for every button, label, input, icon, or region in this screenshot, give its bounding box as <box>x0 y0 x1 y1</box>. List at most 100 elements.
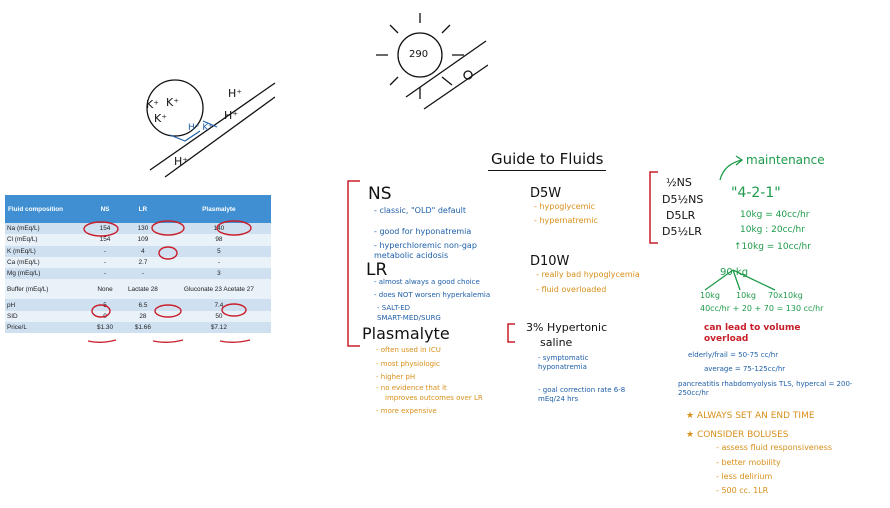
cell-lr: 4 <box>119 245 167 257</box>
bracket-hypertonic <box>507 323 515 343</box>
plasmalyte-item: - most physiologic <box>376 360 440 368</box>
underline-plasmalyte-price <box>219 339 251 343</box>
lr-heading: LR <box>366 260 388 280</box>
underline-lr-price <box>152 339 184 343</box>
cell-plasmalyte: Gluconate 23 Acetate 27 <box>166 279 271 300</box>
plasmalyte-item-text: no evidence that it <box>380 384 447 392</box>
hypertonic-item: - goal correction rate 6-8 mEq/24 hrs <box>538 386 626 404</box>
hypertonic-heading: 3% Hypertonic <box>526 321 608 334</box>
d5w-item: - hypoglycemic <box>534 202 595 211</box>
tip-consider: ★ CONSIDER BOLUSES <box>686 430 789 440</box>
ns-item: - good for hyponatremia <box>374 227 472 236</box>
cell-plasmalyte: $7.12 <box>166 322 271 334</box>
exchange-arrows <box>169 120 218 142</box>
cell-ns: - <box>90 268 120 280</box>
rate-line: 10kg : 20cc/hr <box>740 225 805 235</box>
cell-lr: - <box>119 268 167 280</box>
osmolality-circle <box>397 32 443 78</box>
maintenance-fluid: D5½NS <box>662 193 704 206</box>
cell-ns: 154 <box>90 234 120 246</box>
table-row: Buffer (mEq/L) None Lactate 28 Gluconate… <box>5 279 271 300</box>
plasmalyte-item: - no evidence that it <box>376 384 447 392</box>
d10w-item-text: really bad hypoglycemia <box>541 270 640 279</box>
lr-item-text: SMART-MED/SURG <box>377 314 441 322</box>
tip-item-text: assess fluid responsiveness <box>721 443 833 452</box>
row-label: SID <box>5 310 91 323</box>
d10w-item: - fluid overloaded <box>536 285 607 294</box>
table-row: Price/L $1.30 $1.66 $7.12 <box>5 322 271 334</box>
cell-ns: $1.30 <box>90 322 120 334</box>
cell-plasmalyte: 140 <box>166 223 271 235</box>
ns-item: - classic, "OLD" default <box>374 206 466 215</box>
patient-rate: elderly/frail = 50-75 cc/hr <box>688 351 779 359</box>
tip-item-text: 500 cc. 1LR <box>721 486 769 495</box>
membrane-line-2 <box>423 64 488 110</box>
highlight-lr-potassium <box>158 246 178 260</box>
page-title: Guide to Fluids <box>491 150 604 168</box>
row-label: Mg (mEq/L) <box>5 268 91 280</box>
plasmalyte-heading: Plasmalyte <box>362 324 450 343</box>
cell-lr: $1.66 <box>119 322 167 334</box>
hypertonic-item: - symptomatic hyponatremia <box>538 354 589 372</box>
weight-split: 10kg <box>700 291 720 300</box>
maintenance-arrow <box>719 159 743 181</box>
d10w-heading: D10W <box>530 254 570 269</box>
rate-line: 10kg = 40cc/hr <box>740 210 810 220</box>
d10w-item-text: fluid overloaded <box>541 285 607 294</box>
ns-item-text: classic, "OLD" default <box>379 206 466 215</box>
cell-membrane-sketch <box>146 79 276 178</box>
tip-item-text: less delirium <box>721 472 773 481</box>
plasmalyte-item-text: more expensive <box>380 407 437 415</box>
table-row: Ca (mEq/L) - 2.7 - <box>5 256 271 269</box>
tip-item-text: better mobility <box>721 458 781 467</box>
underline-ns-price <box>87 339 117 343</box>
osmolality-sketch <box>376 13 488 110</box>
cell-plasmalyte: - <box>166 256 271 269</box>
cell-lr: 130 <box>119 223 167 235</box>
osmolality-value: 290 <box>409 49 429 60</box>
small-particle <box>463 70 473 80</box>
lr-item: - almost always a good choice <box>374 278 480 286</box>
highlight-lr-sodium <box>151 220 185 236</box>
plasmalyte-item-text: often used in ICU <box>380 346 441 354</box>
tip-item: - assess fluid responsiveness <box>716 443 833 452</box>
hydrogen-label: H⁺ <box>174 155 189 168</box>
table-row: Cl (mEq/L) 154 109 98 <box>5 234 271 246</box>
ns-item-text: good for hyponatremia <box>379 227 472 236</box>
ns-item: - hyperchloremic non-gap metabolic acido… <box>374 241 477 260</box>
table-row: K (mEq/L) - 4 5 <box>5 245 271 257</box>
highlight-plasmalyte-ph <box>221 303 247 317</box>
tip-item: - 500 cc. 1LR <box>716 486 769 495</box>
exchange-label: H⁺ K⁺ <box>188 123 214 133</box>
tip-always-text: ALWAYS SET AN END TIME <box>696 411 815 421</box>
lr-item: - SALT-ED <box>377 304 411 312</box>
d10w-item: - really bad hypoglycemia <box>536 270 640 279</box>
cell-lr: 2.7 <box>119 256 167 269</box>
lr-item-text: does NOT worsen hyperkalemia <box>378 291 491 299</box>
cell-plasmalyte: 5 <box>166 245 271 257</box>
highlight-lr-ph <box>154 304 182 318</box>
rate-line: ↑10kg = 10cc/hr <box>734 242 811 252</box>
patient-rate: pancreatitis rhabdomyolysis TLS, hyperca… <box>678 380 853 397</box>
potassium-label: K⁺ <box>166 96 180 109</box>
patient-rate: average = 75-125cc/hr <box>704 365 786 373</box>
d5w-item-text: hypoglycemic <box>539 202 595 211</box>
hydrogen-label: H⁺ <box>228 87 243 100</box>
row-label: Na (mEq/L) <box>5 223 91 235</box>
row-label: pH <box>5 299 91 311</box>
plasmalyte-item: improves outcomes over LR <box>385 395 483 402</box>
plasmalyte-item-text: improves outcomes over LR <box>385 394 483 402</box>
row-label: K (mEq/L) <box>5 245 91 257</box>
potassium-label: K⁺ <box>146 98 160 111</box>
highlight-ns-sodium <box>83 221 119 237</box>
bracket-ns-lr-plasmalyte <box>347 180 360 347</box>
membrane-line-1 <box>405 40 487 98</box>
fluid-composition-table: Fluid composition NS LR Plasmalyte Na (m… <box>5 195 271 334</box>
plasmalyte-item: - often used in ICU <box>376 346 441 354</box>
cell-ns: 154 <box>90 223 120 235</box>
row-label: Cl (mEq/L) <box>5 234 91 246</box>
cell-circle <box>146 79 204 137</box>
cell-ns: None <box>90 279 120 300</box>
plasmalyte-item-text: most physiologic <box>380 360 440 368</box>
